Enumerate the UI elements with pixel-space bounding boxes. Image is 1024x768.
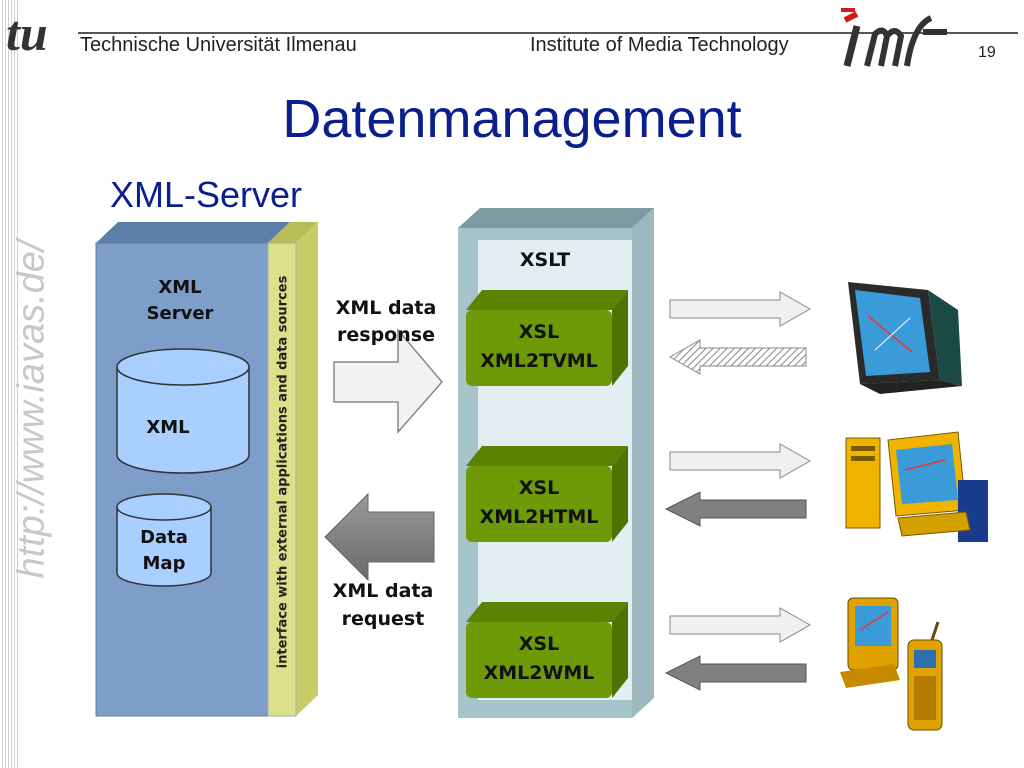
request-label-line1: XML data: [332, 580, 434, 602]
xsl-html-line2: XML2HTML: [479, 506, 599, 528]
xsl-wml-label: XSL XML2WML: [466, 630, 612, 688]
response-label-line2: response: [337, 324, 435, 346]
tv-out-arrow: [669, 291, 812, 327]
imt-logo: [841, 8, 947, 67]
response-label-line1: XML data: [335, 297, 437, 319]
data-map-label: Data Map: [114, 525, 214, 577]
data-map-cylinder: [116, 493, 212, 587]
mobile-in-arrow: [664, 655, 807, 691]
xml-server-label-line2: Server: [146, 303, 214, 324]
xml-server-label-line1: XML: [158, 277, 202, 298]
page-title: Datenmanagement: [282, 89, 742, 149]
response-label: XML data response: [316, 295, 456, 349]
computer-icon: [845, 431, 988, 542]
decorative-stripe: [0, 0, 18, 768]
xml-server-panel: [95, 222, 290, 717]
tu-logo: tu: [6, 5, 48, 61]
xsl-tvml-line1: XSL: [518, 321, 560, 343]
xslt-label: XSLT: [519, 249, 571, 271]
institute-name: Institute of Media Technology: [530, 34, 789, 56]
section-subtitle: XML-Server: [110, 174, 303, 215]
response-arrow: [333, 327, 443, 434]
xml-db-label: XML: [146, 417, 190, 438]
university-name: Technische Universität Ilmenau: [80, 34, 357, 56]
xml-database-cylinder: [116, 348, 250, 474]
xsl-wml-line2: XML2WML: [483, 662, 595, 684]
xsl-box-tvml: [466, 290, 628, 386]
tv-icon: [848, 282, 962, 394]
header-rule: [78, 32, 1018, 34]
data-map-label-line1: Data: [140, 527, 188, 548]
data-map-label-line2: Map: [142, 553, 186, 574]
interface-bar-label: interface with external applications and…: [275, 275, 291, 669]
page-number: 19: [978, 44, 996, 61]
xsl-html-label: XSL XML2HTML: [466, 474, 612, 532]
pc-out-arrow: [669, 443, 812, 479]
xsl-box-wml: [466, 602, 628, 698]
tv-in-arrow: [668, 339, 807, 375]
request-label-line2: request: [341, 608, 425, 630]
xsl-wml-line1: XSL: [518, 633, 560, 655]
xsl-tvml-line2: XML2TVML: [480, 350, 598, 372]
mobile-out-arrow: [669, 607, 812, 643]
pda-phone-icon: [840, 597, 943, 731]
xsl-html-line1: XSL: [518, 477, 560, 499]
request-label: XML data request: [308, 577, 458, 633]
pc-in-arrow: [664, 491, 807, 527]
request-arrow: [324, 492, 435, 582]
xsl-box-html: [466, 446, 628, 542]
xml-server-label: XML Server: [125, 275, 235, 327]
xsl-tvml-label: XSL XML2TVML: [466, 318, 612, 376]
interface-bar: [267, 222, 318, 717]
